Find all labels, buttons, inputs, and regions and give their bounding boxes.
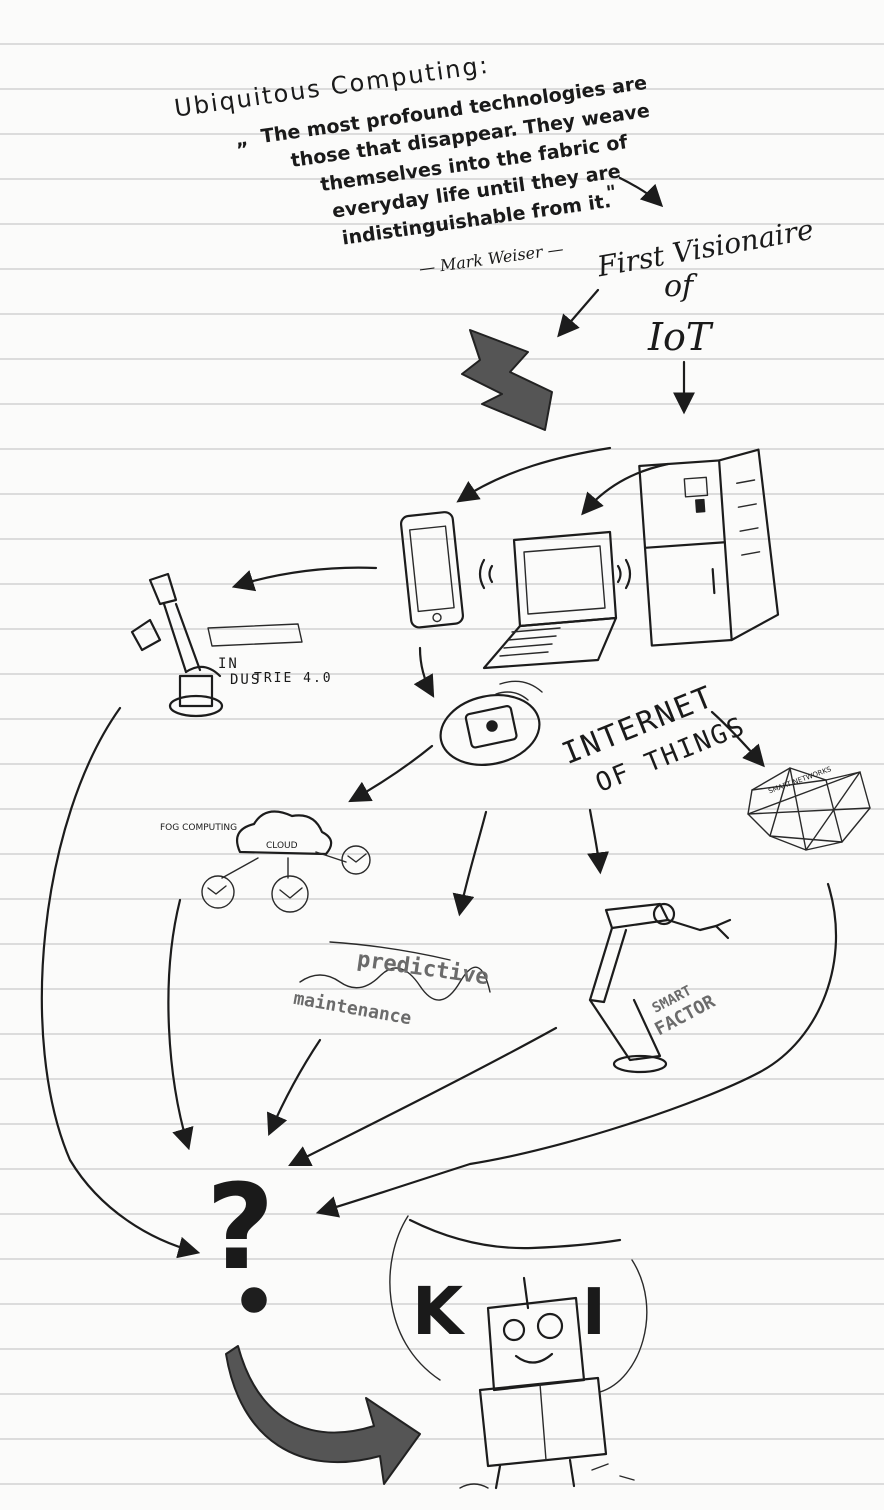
arrow-to-smart-factory — [590, 810, 600, 870]
arrow-to-predictive — [460, 812, 486, 912]
arrow-to-fog — [352, 746, 432, 800]
quote-to-visionary-arrow — [620, 178, 660, 204]
signal-wave-icon — [490, 566, 493, 582]
question-mark-icon: ? — [206, 1158, 274, 1312]
arrow-to-industrie — [236, 568, 376, 586]
arrow-factory-to-question — [292, 1028, 556, 1164]
visionary-line-2: of — [664, 269, 698, 304]
visionary-line-3: IoT — [647, 315, 714, 359]
signal-wave-icon — [618, 566, 621, 582]
smart-networks-icon: SMART NETWORKS — [748, 765, 870, 850]
quote-author: — Mark Weiser — — [418, 239, 565, 278]
big-zigzag-arrow — [462, 330, 552, 430]
ki-robot-icon: K I — [390, 1216, 647, 1488]
smart-fridge-icon — [639, 449, 780, 645]
visionary-line-1: First Visionaire — [594, 213, 816, 284]
predictive-maintenance-icon: predictive maintenance — [292, 942, 490, 1029]
ki-left-letter: K — [412, 1273, 466, 1350]
maintenance-label: maintenance — [292, 988, 413, 1029]
question-mark: ? — [206, 1158, 274, 1296]
signal-wave-icon — [480, 560, 484, 588]
industrie-robot-icon: IN DUS TRIE 4.0 — [132, 574, 333, 716]
arrow-fog-to-question — [168, 900, 188, 1146]
smartphone-icon — [400, 511, 463, 628]
visionary-label: First Visionaire — [594, 213, 816, 284]
laptop-icon — [484, 532, 616, 668]
quote-open-mark: „ — [234, 128, 249, 152]
smart-factory-robot-icon: SMART FACTOR — [590, 904, 730, 1072]
cloud-label: CLOUD — [266, 841, 298, 851]
header-quote: Ubiquitous Computing: „ The most profoun… — [173, 29, 670, 309]
arrow-networks-to-question — [320, 884, 836, 1212]
quote-close-mark: " — [605, 181, 618, 204]
arrow-predictive-to-question — [270, 1040, 320, 1132]
industrie-text-3: TRIE 4.0 — [254, 671, 333, 686]
smart-home-hub-icon — [434, 681, 546, 773]
curved-arrow-to-ki — [226, 1346, 420, 1484]
arrow-to-laptop — [584, 464, 668, 512]
industrie-text-1: IN — [218, 656, 239, 672]
arrow-to-phone — [460, 448, 610, 500]
fog-computing-icon: FOG COMPUTING CLOUD — [160, 812, 370, 913]
arrow-industrie-to-question — [42, 708, 196, 1252]
iot-label: INTERNET OF THINGS — [557, 672, 750, 806]
ki-right-letter: I — [582, 1276, 606, 1350]
fog-title: FOG COMPUTING — [160, 823, 237, 833]
arrow-to-hub — [420, 648, 432, 694]
visionary-left-arrow — [560, 290, 598, 334]
signal-wave-icon — [626, 560, 630, 588]
